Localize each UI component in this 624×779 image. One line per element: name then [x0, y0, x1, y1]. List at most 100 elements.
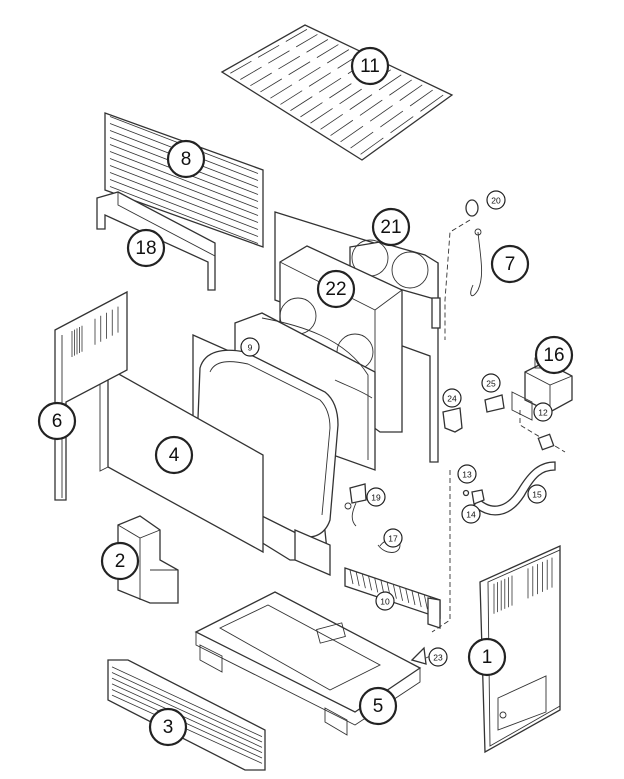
louver-slot — [109, 151, 259, 209]
callout-24: 24 — [442, 388, 462, 408]
burner-port — [368, 576, 372, 591]
grille-slot — [380, 110, 404, 128]
grille-slot — [329, 83, 352, 99]
callout-10: 10 — [375, 591, 395, 611]
louver-slot — [109, 158, 259, 216]
grille-slot — [389, 79, 412, 96]
callout-label: 13 — [462, 470, 472, 480]
louver-slot — [111, 666, 263, 738]
callout-circle — [457, 464, 477, 484]
callout-circle — [375, 591, 395, 611]
louver-slot — [111, 694, 263, 764]
callout-circle — [366, 487, 386, 507]
callout-label: 24 — [447, 394, 457, 404]
callout-18: 18 — [126, 228, 166, 268]
callout-circle — [166, 139, 206, 179]
callout-14: 14 — [461, 504, 481, 524]
grille-slot — [240, 66, 262, 80]
grille-slot — [330, 119, 354, 136]
grille-slot — [349, 94, 373, 110]
callout-22: 22 — [316, 269, 356, 309]
callout-circle — [100, 541, 140, 581]
pilot-wire-route — [444, 219, 471, 340]
callout-label: 5 — [373, 696, 384, 717]
louver-slot — [109, 165, 259, 223]
callout-label: 10 — [380, 597, 390, 607]
callout-label: 18 — [135, 238, 156, 259]
grille-slot — [308, 72, 331, 87]
callout-circle — [461, 504, 481, 524]
grille-slot — [295, 34, 318, 48]
compression-nut — [471, 489, 485, 505]
louver-slot — [109, 179, 259, 237]
burner-port — [349, 569, 354, 585]
thermocouple — [344, 483, 367, 527]
callout-label: 25 — [486, 379, 496, 389]
callout-15: 15 — [527, 484, 547, 504]
callout-label: 20 — [491, 196, 501, 206]
callout-label: 2 — [115, 551, 126, 572]
callout-circle — [240, 337, 260, 357]
grille-slot — [359, 99, 383, 116]
pilot-wire — [470, 228, 483, 297]
callout-21: 21 — [371, 207, 411, 247]
grille-slot — [310, 108, 333, 124]
callout-label: 14 — [466, 510, 476, 520]
callout-label: 7 — [505, 254, 516, 275]
louver-slot — [111, 672, 263, 743]
louver-slot — [111, 683, 263, 754]
grille-slot — [316, 44, 339, 58]
callout-label: 9 — [248, 343, 253, 353]
callout-3: 3 — [148, 707, 188, 747]
callout-circle — [467, 637, 507, 677]
callout-label: 12 — [538, 408, 548, 418]
grille-slot — [298, 66, 321, 81]
callout-9: 9 — [240, 337, 260, 357]
callout-circle — [442, 388, 462, 408]
callout-16: 16 — [534, 335, 574, 375]
ferrule — [462, 489, 470, 497]
callout-label: 11 — [360, 56, 380, 77]
louver-slot — [109, 186, 259, 244]
callout-label: 22 — [325, 279, 346, 300]
callout-circle — [527, 484, 547, 504]
grille-slot — [339, 88, 362, 105]
callout-7: 7 — [490, 244, 530, 284]
callout-23: 23 — [428, 647, 448, 667]
grille-slot — [230, 60, 252, 74]
callout-25: 25 — [481, 373, 501, 393]
grille-slot — [318, 77, 342, 93]
gas-fitting — [484, 394, 505, 413]
callout-4: 4 — [154, 435, 194, 475]
grille-slot — [320, 114, 343, 130]
grille-slot — [268, 50, 290, 64]
grille-slot — [360, 137, 384, 155]
grille-slot — [260, 78, 283, 93]
grille-slot — [290, 96, 313, 111]
burner-port — [399, 586, 403, 601]
grille-slot — [420, 94, 444, 112]
callout-circle — [371, 207, 411, 247]
callout-label: 23 — [433, 653, 443, 663]
grille-slot — [280, 90, 303, 105]
callout-2: 2 — [100, 541, 140, 581]
gas-line-route — [431, 470, 451, 633]
callout-circle — [37, 401, 77, 441]
grille-slot — [378, 74, 402, 91]
grille-slot — [300, 102, 323, 118]
callout-circle — [154, 435, 194, 475]
callout-label: 17 — [388, 534, 398, 544]
burner-port — [355, 572, 360, 587]
callout-label: 8 — [181, 149, 192, 170]
louver-slot — [111, 689, 263, 759]
callout-13: 13 — [457, 464, 477, 484]
callout-circle — [126, 228, 166, 268]
callout-layer: 1234567891011121314151617181920212223242… — [37, 46, 574, 747]
louver-slot — [109, 172, 259, 230]
callout-20: 20 — [486, 190, 506, 210]
callout-label: 6 — [52, 411, 63, 432]
callout-6: 6 — [37, 401, 77, 441]
clip — [410, 646, 427, 665]
burner-port — [411, 590, 416, 606]
callout-8: 8 — [166, 139, 206, 179]
